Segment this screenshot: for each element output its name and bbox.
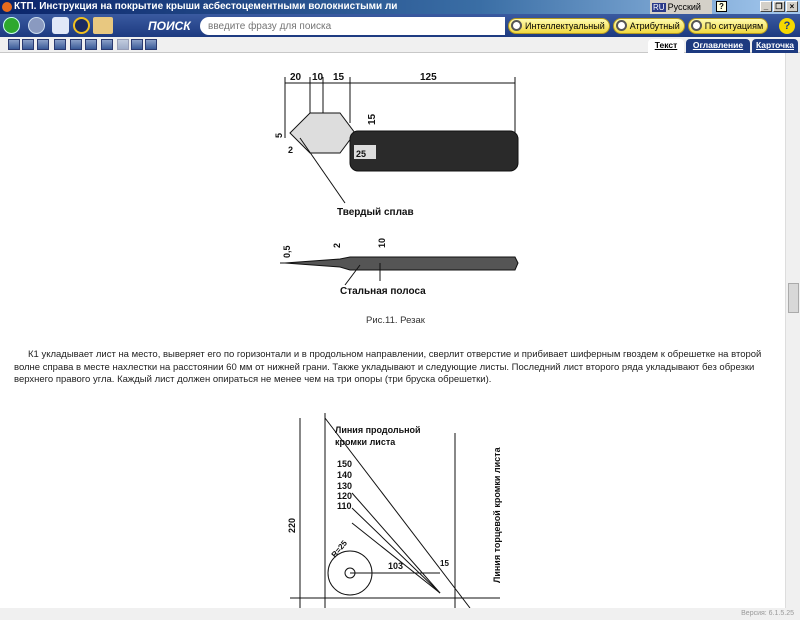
- figure-cutter-side: 0,5 2 10 Стальная полоса: [280, 238, 519, 297]
- figure-label: Линия торцевой кромки листа: [492, 446, 502, 583]
- figure-sheet-marking: Линия продольной кромки листа 150 140 13…: [287, 413, 502, 608]
- situation-search-button[interactable]: По ситуациям: [687, 18, 769, 34]
- dim-label: 5: [274, 133, 284, 138]
- button-label: По ситуациям: [704, 21, 764, 31]
- language-label: Русский: [667, 2, 701, 12]
- dim-label: 2: [288, 145, 293, 155]
- minimize-button[interactable]: _: [760, 1, 772, 12]
- dim-label: 103: [388, 561, 403, 571]
- export-icon[interactable]: [22, 39, 34, 50]
- document-toolbar: Текст Оглавление Карточка: [0, 37, 800, 53]
- history-button[interactable]: [73, 17, 90, 34]
- down-icon[interactable]: [145, 39, 157, 50]
- body-paragraph: К1 укладывает лист на место, выверяет ег…: [14, 349, 762, 385]
- bookmark-add-icon[interactable]: [85, 39, 97, 50]
- document-content: 20 10 15 125 15 5 2 25 Твердый сплав 0,5…: [0, 53, 785, 608]
- find-icon[interactable]: [101, 39, 113, 50]
- search-input[interactable]: [200, 17, 505, 35]
- dim-label: 2: [332, 243, 342, 248]
- mark-label: 140: [337, 470, 352, 480]
- print-icon[interactable]: [37, 39, 49, 50]
- search-toolbar: ПОИСК Интеллектуальный Атрибутный По сит…: [0, 14, 800, 37]
- help-icon[interactable]: ?: [716, 1, 727, 12]
- dim-label: 20: [290, 72, 302, 83]
- dim-label: 25: [356, 149, 366, 159]
- restore-button[interactable]: ❐: [773, 1, 785, 12]
- figure-caption: Рис.11. Резак: [366, 315, 425, 326]
- tab-text[interactable]: Текст: [648, 39, 684, 53]
- save-icon[interactable]: [8, 39, 20, 50]
- forward-button[interactable]: [28, 17, 45, 34]
- dim-label: 125: [420, 72, 437, 83]
- mark-label: 150: [337, 459, 352, 469]
- tab-card[interactable]: Карточка: [752, 39, 798, 53]
- button-label: Атрибутный: [629, 21, 680, 31]
- mark-label: 110: [337, 501, 352, 511]
- mark-label: 130: [337, 481, 352, 491]
- dim-label: 15: [440, 559, 449, 568]
- close-button[interactable]: ×: [786, 1, 798, 12]
- scrollbar-thumb[interactable]: [788, 283, 799, 313]
- up-icon[interactable]: [117, 39, 129, 50]
- dim-label: R=25: [330, 538, 350, 559]
- folder-button[interactable]: [93, 17, 113, 34]
- figures: 20 10 15 125 15 5 2 25 Твердый сплав 0,5…: [274, 72, 519, 608]
- magnifier-icon: [615, 20, 627, 31]
- figure-label: Твердый сплав: [337, 207, 414, 218]
- mark-label: 120: [337, 491, 352, 501]
- search-mode-buttons: Интеллектуальный Атрибутный По ситуациям: [508, 18, 769, 34]
- search-label: ПОИСК: [148, 19, 191, 33]
- help-button[interactable]: ?: [779, 18, 795, 34]
- figure-cutter-top: 20 10 15 125 15 5 2 25 Твердый сплав: [274, 72, 519, 218]
- intellectual-search-button[interactable]: Интеллектуальный: [508, 18, 610, 34]
- app-logo-icon: [2, 2, 12, 12]
- figure-label: кромки листа: [335, 437, 396, 447]
- attribute-search-button[interactable]: Атрибутный: [612, 18, 685, 34]
- title-bar: КТП. Инструкция на покрытие крыши асбест…: [0, 0, 800, 14]
- back-section-icon[interactable]: [131, 39, 143, 50]
- back-button[interactable]: [3, 17, 20, 34]
- magnifier-icon: [511, 20, 522, 31]
- dim-label: 0,5: [282, 245, 292, 258]
- copy-icon[interactable]: [54, 39, 66, 50]
- figure-label: Линия продольной: [335, 425, 421, 435]
- dim-label: 10: [312, 72, 324, 83]
- version-label: Версия: 6.1.5.25: [0, 608, 800, 620]
- tab-contents[interactable]: Оглавление: [686, 39, 750, 53]
- language-code: RU: [652, 3, 666, 12]
- dim-label: 10: [377, 238, 387, 248]
- bookmark-icon[interactable]: [70, 39, 82, 50]
- figure-label: Стальная полоса: [340, 286, 426, 297]
- dim-label: 15: [333, 72, 345, 83]
- magnifier-icon: [690, 20, 702, 31]
- dim-label: 15: [367, 113, 378, 125]
- button-label: Интеллектуальный: [525, 21, 605, 31]
- vertical-scrollbar[interactable]: [785, 53, 800, 608]
- home-button[interactable]: [52, 17, 69, 34]
- dim-label: 220: [287, 518, 297, 533]
- window-title: КТП. Инструкция на покрытие крыши асбест…: [14, 1, 398, 12]
